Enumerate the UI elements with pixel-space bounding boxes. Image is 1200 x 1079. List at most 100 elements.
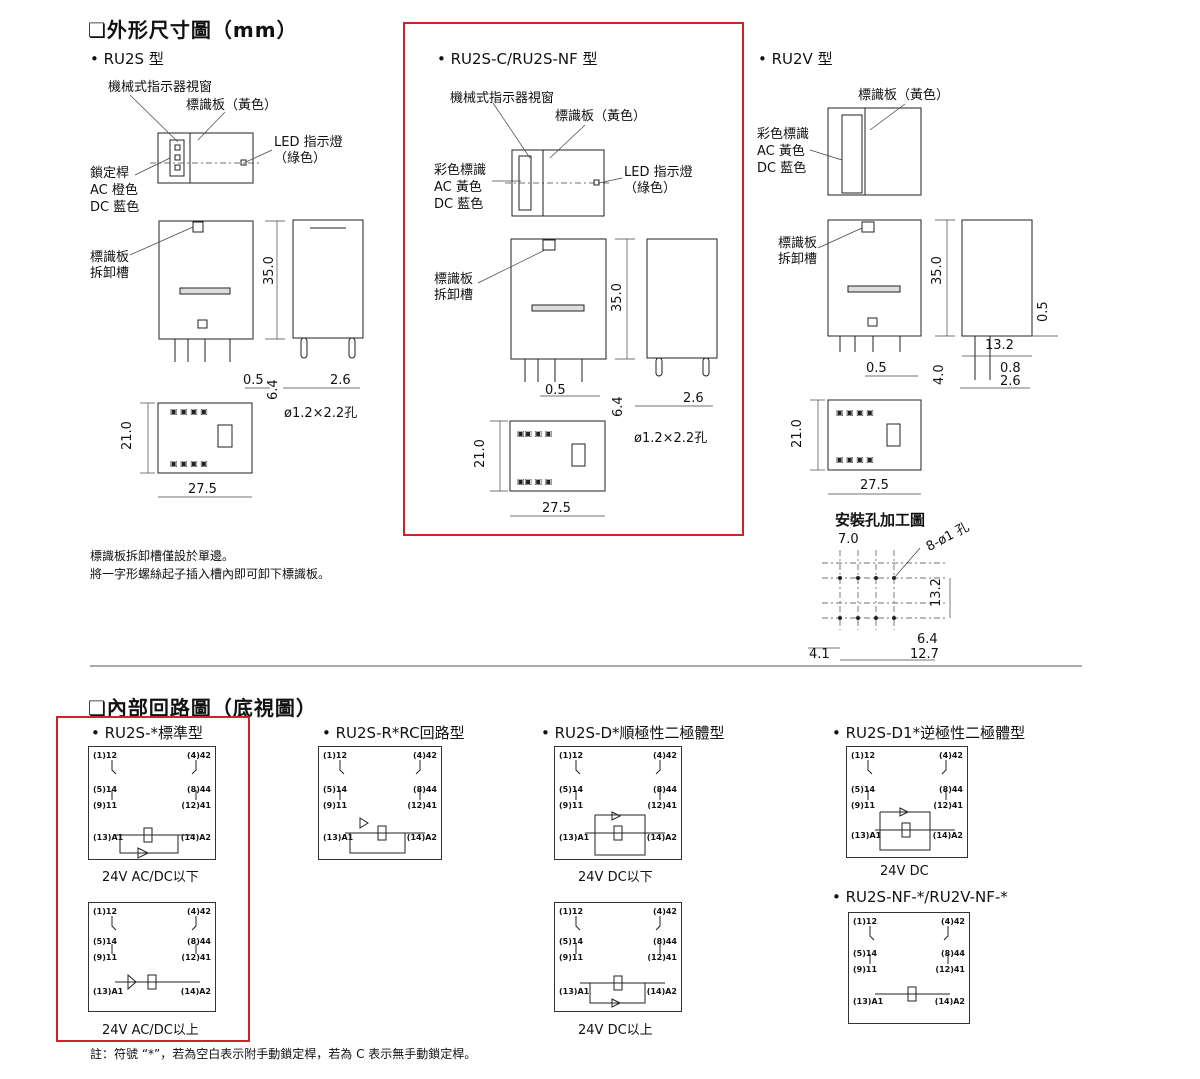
pin-label: (1)12: [323, 751, 348, 760]
pin-label: (9)11: [93, 953, 118, 962]
ru2v-bottom-view: ▣ ▣ ▣ ▣ ▣ ▣ ▣ ▣: [810, 399, 922, 495]
ru2v-dim-275: 27.5: [860, 478, 889, 493]
std-caption-2: 24V AC/DC以上: [102, 1023, 199, 1038]
ru2v-color-label-3: DC 藍色: [757, 161, 807, 176]
circuit-rc: (1)12 (4)42 (5)14 (8)44 (9)11 (12)41 (13…: [318, 746, 442, 860]
wiring-std-high: [111, 916, 200, 991]
ru2s-lock-label-2: AC 橙色: [90, 183, 138, 198]
pin-label: (5)14: [559, 937, 584, 946]
pin-label: (14)A2: [646, 833, 677, 842]
nf-heading: • RU2S-NF-*/RU2V-NF-*: [832, 888, 1008, 906]
mount-dim-41: 4.1: [809, 647, 830, 662]
ru2s-slot-label-1: 標識板: [90, 250, 130, 265]
ru2v-dim-132: 13.2: [985, 338, 1014, 353]
pin-label: (1)12: [93, 751, 118, 760]
ru2s-c-heading: • RU2S-C/RU2S-NF 型: [437, 50, 598, 68]
pin-label: (5)14: [323, 785, 348, 794]
pin-label: (8)44: [186, 785, 211, 794]
pin-label: (8)44: [652, 937, 677, 946]
pin-label: (1)12: [559, 751, 584, 760]
pin-label: (4)42: [938, 751, 963, 760]
svg-text:▣ ▣ ▣ ▣: ▣ ▣ ▣ ▣: [836, 455, 874, 464]
ru2s-c-led-label-2: （綠色）: [624, 181, 677, 196]
wiring-nf: [869, 926, 950, 1002]
pin-label: (8)44: [186, 937, 211, 946]
ru2s-c-window-label: 機械式指示器視窗: [450, 91, 555, 106]
ru2s-top-view: [129, 94, 273, 184]
pin-label: (4)42: [412, 751, 437, 760]
ru2v-dim-26: 2.6: [1000, 374, 1021, 389]
pin-label: (4)42: [186, 751, 211, 760]
pin-label: (8)44: [652, 785, 677, 794]
ru2s-c-bottom-view: ▣▣ ▣ ▣ ▣▣ ▣ ▣: [490, 420, 606, 517]
pin-label: (12)41: [181, 953, 211, 962]
ru2s-c-dim-275: 27.5: [542, 501, 571, 516]
pin-label: (13)A1: [93, 833, 124, 842]
pin-label: (9)11: [853, 965, 878, 974]
ru2s-led-label-1: LED 指示燈: [274, 135, 343, 150]
pin-label: (1)12: [559, 907, 584, 916]
ru2s-c-color-label-1: 彩色標識: [434, 163, 487, 178]
outline-section-title: ❏外形尺寸圖（mm）: [88, 18, 298, 42]
svg-text:▣ ▣ ▣ ▣: ▣ ▣ ▣ ▣: [170, 407, 208, 416]
ru2s-lock-label-1: 鎖定桿: [90, 166, 130, 181]
ru2s-window-label: 機械式指示器視窗: [108, 80, 213, 95]
pin-label: (12)41: [935, 965, 965, 974]
rc-heading: • RU2S-R*RC回路型: [322, 724, 465, 742]
mount-dim-64: 6.4: [917, 632, 938, 647]
ru2s-c-nameplate-label: 標識板（黃色）: [555, 109, 647, 124]
ru2v-nameplate-label: 標識板（黃色）: [858, 88, 950, 103]
pin-label: (13)A1: [853, 997, 884, 1006]
pin-label: (8)44: [940, 949, 965, 958]
ru2v-slot-label-2: 拆卸槽: [778, 252, 818, 267]
circuit-std-high: (1)12 (4)42 (5)14 (8)44 (9)11 (12)41 (13…: [88, 902, 216, 1012]
ru2s-side-view: [245, 219, 364, 389]
svg-text:▣ ▣ ▣ ▣: ▣ ▣ ▣ ▣: [170, 459, 208, 468]
pin-label: (9)11: [559, 953, 584, 962]
pin-label: (14)A2: [646, 987, 677, 996]
circuit-d-high: (1)12 (4)42 (5)14 (8)44 (9)11 (12)41 (13…: [554, 902, 682, 1012]
ru2s-front-view: [129, 220, 285, 362]
wiring-d-high: [575, 916, 665, 1008]
ru2s-lock-label-3: DC 藍色: [90, 200, 140, 215]
pin-label: (5)14: [851, 785, 876, 794]
ru2s-nameplate-label: 標識板（黃色）: [186, 98, 278, 113]
pin-label: (12)41: [933, 801, 963, 810]
pin-label: (5)14: [93, 785, 118, 794]
d-heading: • RU2S-D*順極性二極體型: [541, 724, 725, 742]
ru2v-color-label-2: AC 黃色: [757, 144, 805, 159]
d1-heading: • RU2S-D1*逆極性二極體型: [832, 724, 1026, 742]
ru2v-dim-05b: 0.5: [866, 361, 887, 376]
pin-label: (14)A2: [406, 833, 437, 842]
pin-label: (12)41: [647, 801, 677, 810]
pin-label: (1)12: [93, 907, 118, 916]
pin-label: (13)A1: [93, 987, 124, 996]
pin-label: (4)42: [652, 907, 677, 916]
pin-label: (12)41: [181, 801, 211, 810]
highlight-box-ru2s-c: [403, 22, 744, 536]
ru2s-c-led-label-1: LED 指示燈: [624, 165, 693, 180]
pin-label: (13)A1: [323, 833, 354, 842]
ru2s-c-top-view: [492, 102, 623, 217]
pin-label: (9)11: [851, 801, 876, 810]
circuit-d-low: (1)12 (4)42 (5)14 (8)44 (9)11 (12)41 (13…: [554, 746, 682, 860]
ru2s-dim-05: 0.5: [243, 373, 264, 388]
ru2s-c-side-view: [540, 238, 718, 407]
mount-dim-70: 7.0: [838, 532, 859, 547]
pin-label: (5)14: [853, 949, 878, 958]
pin-label: (5)14: [93, 937, 118, 946]
highlight-box-standard: [56, 716, 250, 1042]
ru2v-front-view: [817, 219, 955, 352]
std-caption-1: 24V AC/DC以下: [102, 870, 199, 885]
std-heading: • RU2S-*標準型: [91, 724, 203, 742]
d-caption-1: 24V DC以下: [578, 870, 653, 885]
ru2v-slot-label-1: 標識板: [778, 236, 818, 251]
circuit-d1: (1)12 (4)42 (5)14 (8)44 (9)11 (12)41 (13…: [846, 746, 968, 858]
ru2s-dim-26: 2.6: [330, 373, 351, 388]
ru2s-dim-275: 27.5: [188, 482, 217, 497]
ru2s-c-dim-05: 0.5: [545, 383, 566, 398]
ru2s-c-slot-label-2: 拆卸槽: [434, 288, 474, 303]
ru2v-color-label-1: 彩色標識: [757, 127, 810, 142]
